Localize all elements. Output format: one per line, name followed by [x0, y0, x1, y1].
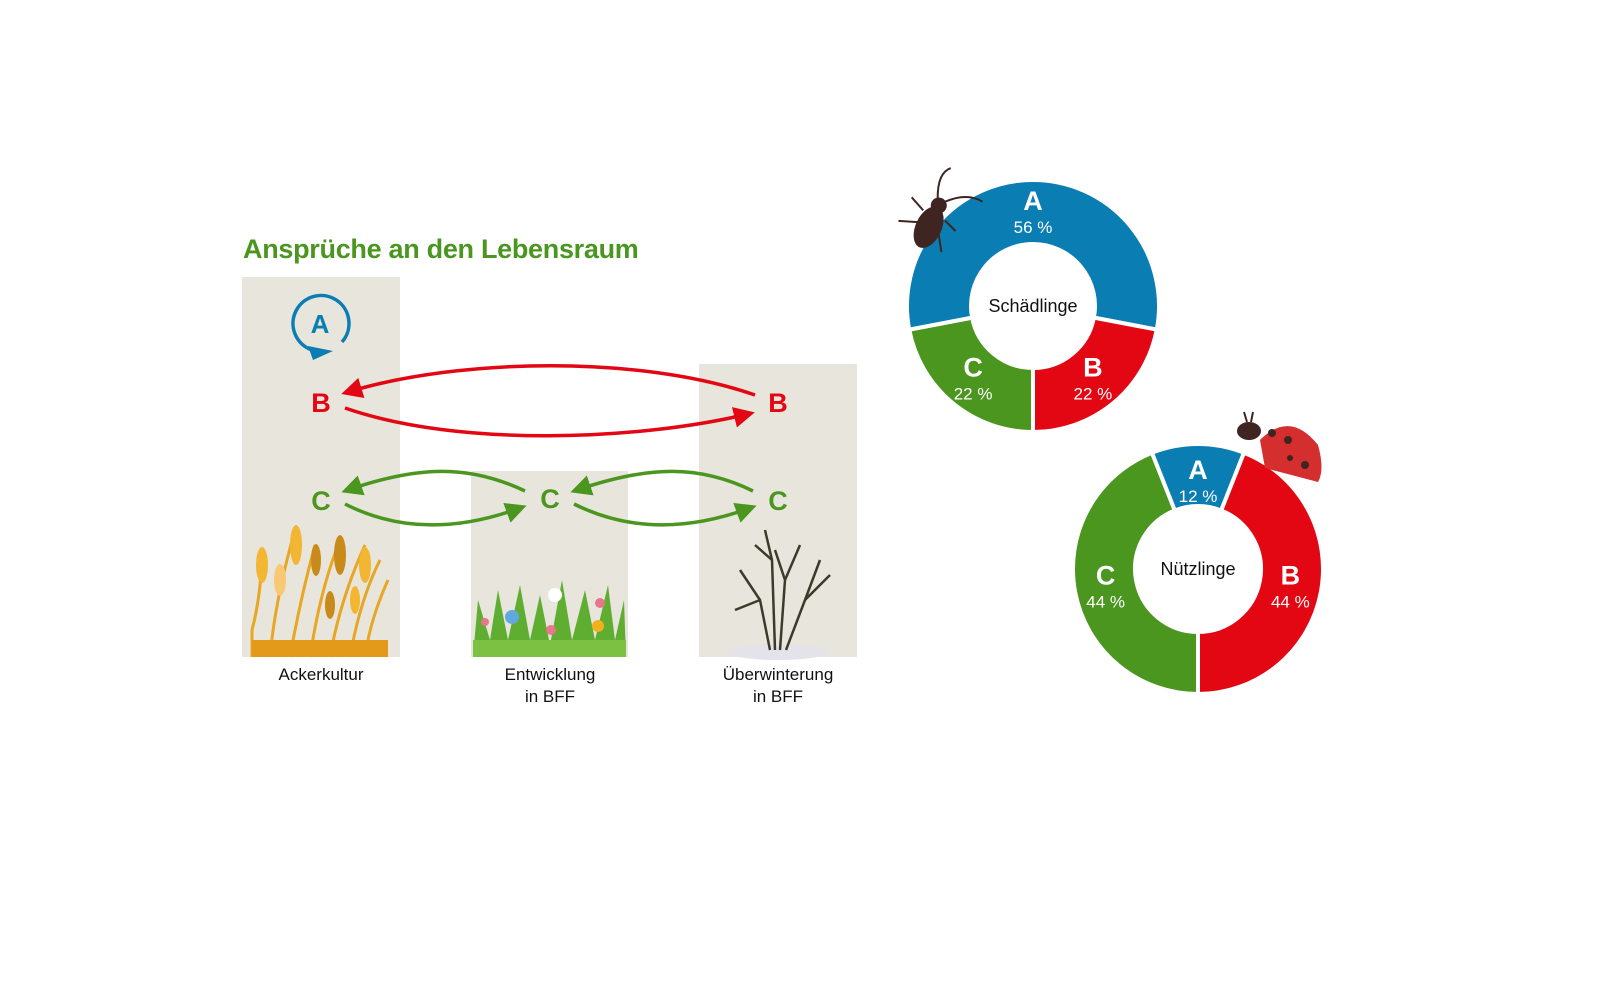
slice-letter: C [963, 352, 983, 382]
donut-title: Schädlinge [988, 296, 1077, 316]
arrow-c-acker-to-entw [344, 502, 527, 527]
donut-0-slice-b [1031, 315, 1160, 435]
cycle-icon-a: A [291, 293, 351, 360]
arrow-c-entw-to-winter [573, 502, 757, 527]
donut-1-slice-c [1071, 450, 1200, 697]
letter-c-winter: C [768, 486, 788, 516]
letter-b-winter: B [768, 388, 788, 418]
letter-a: A [311, 309, 330, 339]
label-ackerkultur: Ackerkultur [278, 665, 364, 684]
ladybug-icon [1237, 411, 1322, 482]
slice-letter: C [1096, 561, 1116, 591]
letter-b-acker: B [311, 388, 331, 418]
slice-letter: B [1083, 352, 1103, 382]
slice-letter: A [1188, 455, 1208, 485]
donut-0-slice-a [905, 178, 1161, 332]
letter-c-entwicklung: C [540, 484, 560, 514]
letter-c-acker: C [311, 486, 331, 516]
slice-percent: 44 % [1271, 593, 1310, 612]
arrow-b-to-acker [341, 364, 756, 398]
diagram-title: Ansprüche an den Lebensraum [243, 234, 639, 264]
panel-ackerkultur [242, 277, 400, 657]
slice-percent: 22 % [954, 384, 993, 403]
slice-percent: 44 % [1086, 593, 1125, 612]
beetle-icon [898, 167, 984, 253]
slice-letter: A [1023, 186, 1043, 216]
arrow-c-winter-to-entw [570, 469, 754, 496]
arrow-b-to-winter [344, 406, 755, 438]
slice-percent: 22 % [1074, 384, 1113, 403]
bush-illustration [728, 529, 831, 660]
donut-0-slice-c [906, 315, 1035, 435]
wheat-illustration [250, 525, 390, 658]
panel-ueberwinterung [699, 364, 857, 657]
arrow-c-entw-to-acker [341, 469, 526, 496]
meadow-illustration [473, 580, 626, 657]
slice-percent: 56 % [1014, 218, 1053, 237]
donut-1-slice-b [1196, 450, 1325, 697]
slice-letter: B [1281, 561, 1301, 591]
donut-title: Nützlinge [1160, 559, 1235, 579]
slice-percent: 12 % [1179, 487, 1218, 506]
